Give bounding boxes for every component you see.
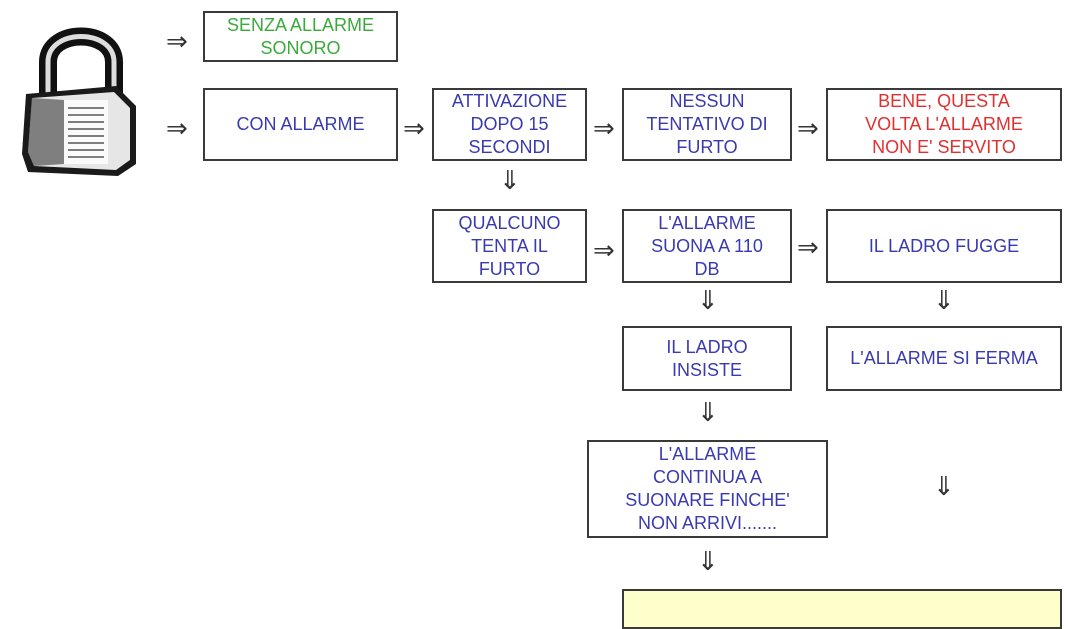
double-arrow-right-icon: ⇒ [797,114,819,144]
box-allarme-si-ferma: L'ALLARME SI FERMA [826,326,1062,391]
double-arrow-right-icon: ⇒ [166,114,188,144]
double-arrow-down-icon: ⇓ [697,286,719,316]
double-arrow-right-icon: ⇒ [593,236,615,266]
box-allarme-suona: L'ALLARME SUONA A 110 DB [622,209,792,283]
box-ladro-fugge: IL LADRO FUGGE [826,209,1062,283]
box-senza-allarme: SENZA ALLARME SONORO [203,11,398,62]
double-arrow-right-icon: ⇒ [797,233,819,263]
double-arrow-right-icon: ⇒ [166,27,188,57]
padlock-icon [22,27,136,176]
box-nessun-tentativo: NESSUN TENTATIVO DI FURTO [622,88,792,161]
double-arrow-down-icon: ⇓ [499,166,521,196]
box-bene-questa-volta: BENE, QUESTA VOLTA L'ALLARME NON E' SERV… [826,88,1062,161]
box-final-highlighted [622,589,1062,629]
box-ladro-insiste: IL LADRO INSISTE [622,326,792,391]
double-arrow-down-icon: ⇓ [697,398,719,428]
box-allarme-continua: L'ALLARME CONTINUA A SUONARE FINCHE' NON… [587,440,828,538]
double-arrow-down-icon: ⇓ [697,547,719,577]
box-con-allarme: CON ALLARME [203,88,398,161]
double-arrow-right-icon: ⇒ [403,114,425,144]
box-qualcuno-tenta: QUALCUNO TENTA IL FURTO [432,209,587,283]
double-arrow-down-icon: ⇓ [933,472,955,502]
double-arrow-right-icon: ⇒ [593,114,615,144]
box-attivazione: ATTIVAZIONE DOPO 15 SECONDI [432,88,587,161]
double-arrow-down-icon: ⇓ [933,286,955,316]
